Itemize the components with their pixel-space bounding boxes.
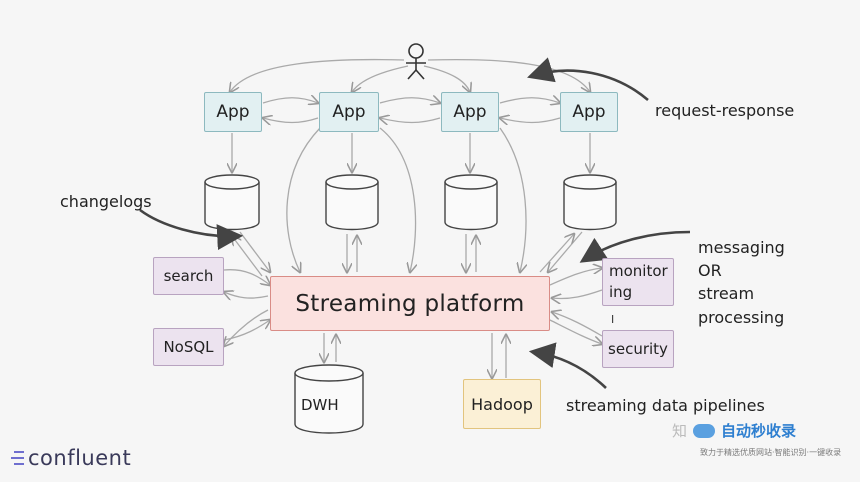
app-box: App: [319, 92, 379, 132]
user-icon: [406, 43, 426, 80]
database-icon: [444, 174, 498, 231]
database-icon: [294, 364, 364, 434]
app-box: App: [204, 92, 262, 132]
dwh-label: DWH: [301, 396, 339, 414]
text-cursor-icon: I: [611, 313, 615, 326]
changelogs-label: changelogs: [60, 192, 152, 211]
monitoring-box: monitor ing: [602, 258, 674, 306]
streaming-platform-box: Streaming platform: [270, 276, 550, 331]
app-box: App: [560, 92, 618, 132]
side-arrows: [224, 268, 602, 346]
watermark-text: 自动秒收录: [721, 422, 797, 440]
app-platform-arrows: [286, 127, 526, 272]
annotation-arrows: [139, 57, 691, 389]
confluent-logo: confluent: [8, 445, 131, 471]
database-icon: [204, 174, 260, 231]
watermark-prefix: 知: [672, 422, 688, 440]
database-icons: [204, 174, 617, 434]
sink-arrows: [324, 333, 506, 378]
logo-text: confluent: [28, 446, 132, 470]
streaming-pipelines-label: streaming data pipelines: [566, 396, 765, 415]
database-icon: [563, 174, 617, 231]
request-response-label: request-response: [655, 101, 795, 120]
watermark-logo-icon: [693, 423, 716, 438]
hadoop-box: Hadoop: [463, 379, 541, 429]
database-icon: [325, 174, 379, 231]
app-db-arrows: [232, 133, 590, 172]
security-box: security: [602, 330, 674, 368]
nosql-box: NoSQL: [153, 328, 224, 366]
search-box: search: [153, 257, 224, 295]
app-link-arrows: [263, 98, 560, 123]
db-platform-arrows: [232, 231, 583, 277]
messaging-label: messaging OR stream processing: [698, 238, 785, 327]
app-box: App: [441, 92, 499, 132]
watermark: 知 自动秒收录: [672, 420, 796, 441]
confluent-logo-icon: [11, 451, 24, 465]
watermark-subtext: 致力于精选优质网站·智能识别·一键收录: [700, 448, 842, 457]
